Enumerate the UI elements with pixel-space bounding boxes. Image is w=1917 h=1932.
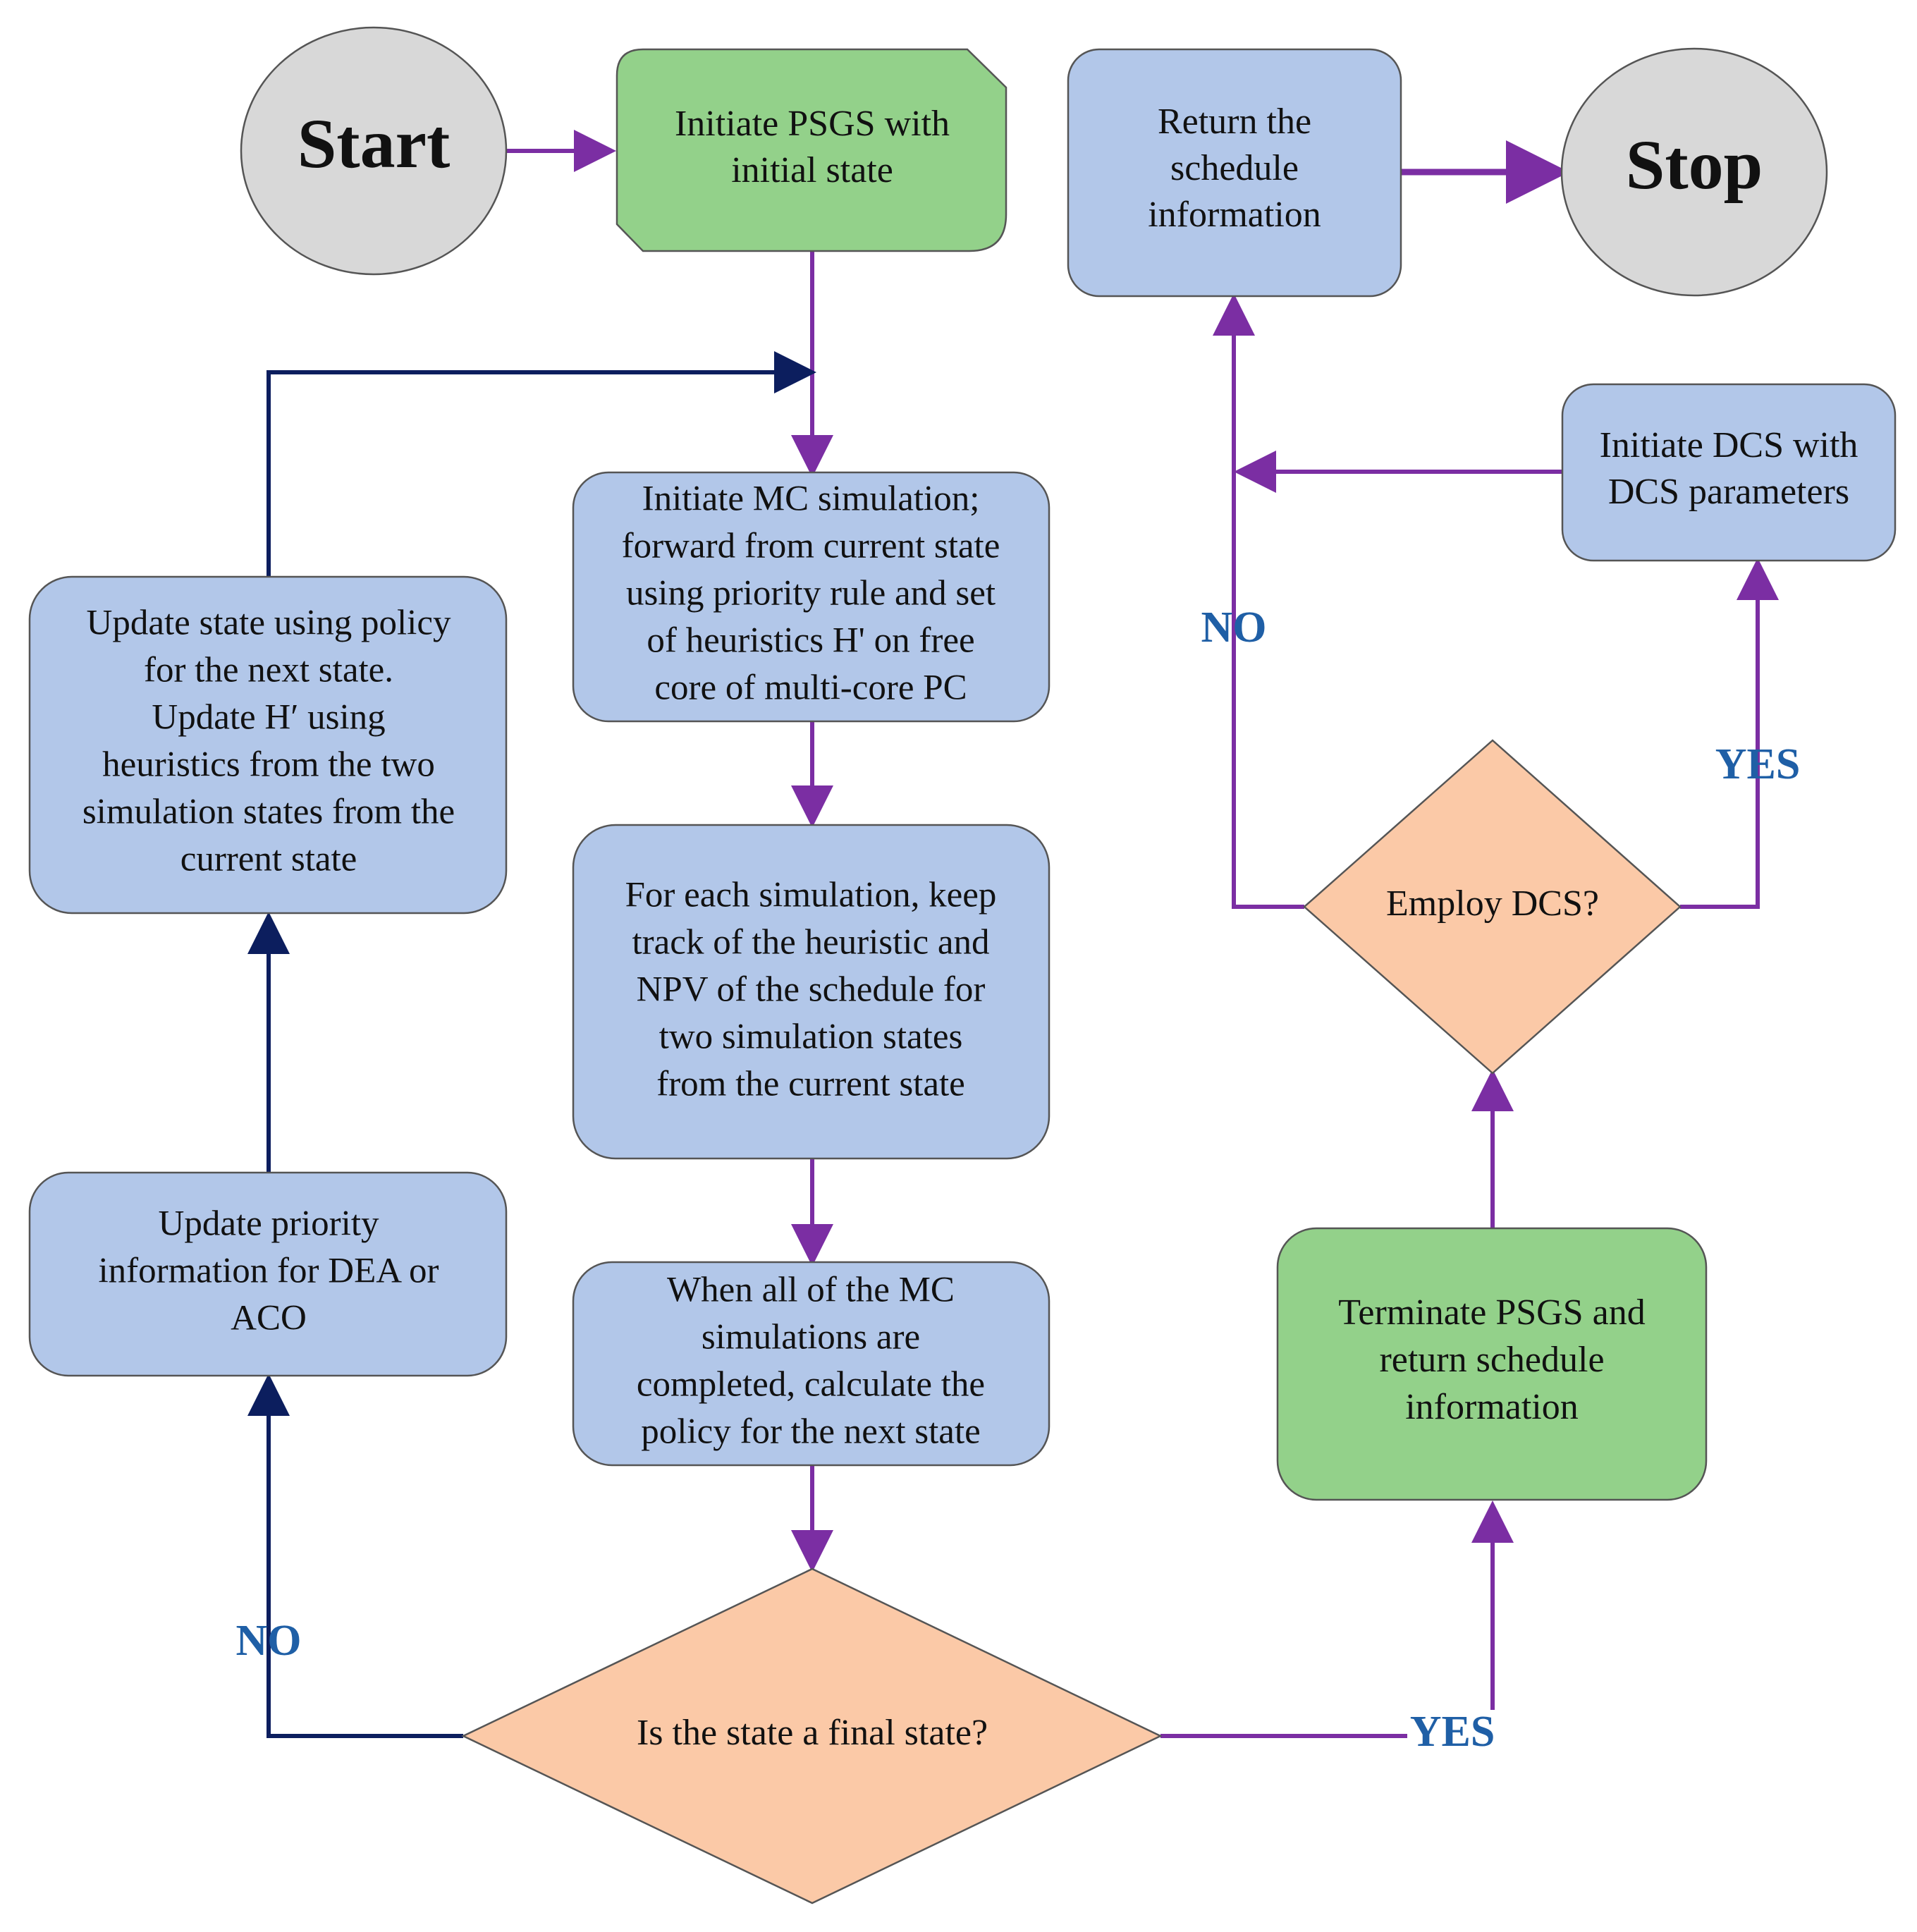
update-priority-node: Update priority information for DEA or A… bbox=[28, 1171, 508, 1377]
return-schedule-node: Return the schedule information bbox=[1067, 48, 1402, 298]
init-dcs-line-2: DCS parameters bbox=[1608, 472, 1849, 512]
init-mc-line-5: core of multi-core PC bbox=[654, 668, 967, 708]
stop-node: Stop bbox=[1560, 47, 1828, 297]
label-dcs-no: NO bbox=[1201, 604, 1267, 652]
init-mc-line-4: of heuristics H' on free bbox=[647, 621, 974, 661]
employ-dcs-label: Employ DCS? bbox=[1386, 884, 1599, 924]
start-label: Start bbox=[298, 104, 451, 183]
init-psgs-line-2: initial state bbox=[731, 150, 893, 190]
init-dcs-node: Initiate DCS with DCS parameters bbox=[1561, 383, 1897, 562]
init-psgs-node: Initiate PSGS with initial state bbox=[615, 48, 1008, 252]
return-line-3: information bbox=[1148, 195, 1321, 235]
track-line-5: from the current state bbox=[656, 1065, 965, 1104]
track-line-4: two simulation states bbox=[659, 1017, 963, 1057]
track-line-2: track of the heuristic and bbox=[632, 923, 990, 962]
update-state-line-4: heuristics from the two bbox=[102, 745, 435, 785]
return-line-1: Return the bbox=[1158, 102, 1311, 142]
calc-policy-line-3: completed, calculate the bbox=[637, 1365, 985, 1405]
update-state-line-2: for the next state. bbox=[144, 651, 393, 690]
init-mc-line-2: forward from current state bbox=[622, 527, 1000, 566]
init-mc-node: Initiate MC simulation; forward from cur… bbox=[572, 471, 1051, 723]
final-state-label: Is the state a final state? bbox=[637, 1713, 988, 1753]
update-state-line-5: simulation states from the bbox=[82, 793, 455, 832]
edge-employ-dcs-yes bbox=[1680, 558, 1779, 909]
return-line-2: schedule bbox=[1170, 148, 1299, 188]
label-final-no: NO bbox=[236, 1617, 302, 1665]
start-node: Start bbox=[240, 26, 508, 276]
label-final-yes: YES bbox=[1410, 1708, 1495, 1756]
edge-employ-dcs-no bbox=[1213, 293, 1304, 909]
init-dcs-line-1: Initiate DCS with bbox=[1600, 425, 1858, 465]
employ-dcs-decision: Employ DCS? bbox=[1303, 739, 1682, 1075]
terminate-line-3: information bbox=[1405, 1387, 1579, 1427]
final-state-decision: Is the state a final state? bbox=[461, 1567, 1163, 1905]
track-line-1: For each simulation, keep bbox=[625, 876, 997, 915]
init-psgs-line-1: Initiate PSGS with bbox=[675, 104, 950, 144]
edge-final-state-no bbox=[247, 1374, 463, 1738]
calc-policy-line-4: policy for the next state bbox=[641, 1412, 981, 1452]
label-dcs-yes: YES bbox=[1715, 740, 1801, 788]
calc-policy-line-2: simulations are bbox=[702, 1318, 920, 1357]
terminate-psgs-node: Terminate PSGS and return schedule infor… bbox=[1276, 1227, 1708, 1501]
init-mc-line-1: Initiate MC simulation; bbox=[642, 479, 980, 519]
edge-update-state-loop bbox=[267, 351, 816, 577]
update-state-line-6: current state bbox=[180, 840, 357, 879]
update-priority-line-2: information for DEA or bbox=[99, 1252, 439, 1291]
update-state-node: Update state using policy for the next s… bbox=[28, 575, 508, 915]
calc-policy-line-1: When all of the MC bbox=[667, 1271, 955, 1310]
calc-policy-node: When all of the MC simulations are compl… bbox=[572, 1261, 1051, 1467]
update-state-line-3: Update H′ using bbox=[152, 698, 385, 738]
stop-label: Stop bbox=[1626, 126, 1763, 204]
terminate-line-1: Terminate PSGS and bbox=[1338, 1292, 1645, 1333]
track-heuristic-node: For each simulation, keep track of the h… bbox=[572, 824, 1051, 1160]
update-priority-line-3: ACO bbox=[231, 1299, 307, 1338]
init-mc-line-3: using priority rule and set bbox=[626, 574, 996, 613]
update-priority-line-1: Update priority bbox=[159, 1204, 379, 1244]
track-line-3: NPV of the schedule for bbox=[637, 970, 986, 1010]
update-state-line-1: Update state using policy bbox=[87, 604, 451, 643]
terminate-line-2: return schedule bbox=[1379, 1340, 1604, 1380]
